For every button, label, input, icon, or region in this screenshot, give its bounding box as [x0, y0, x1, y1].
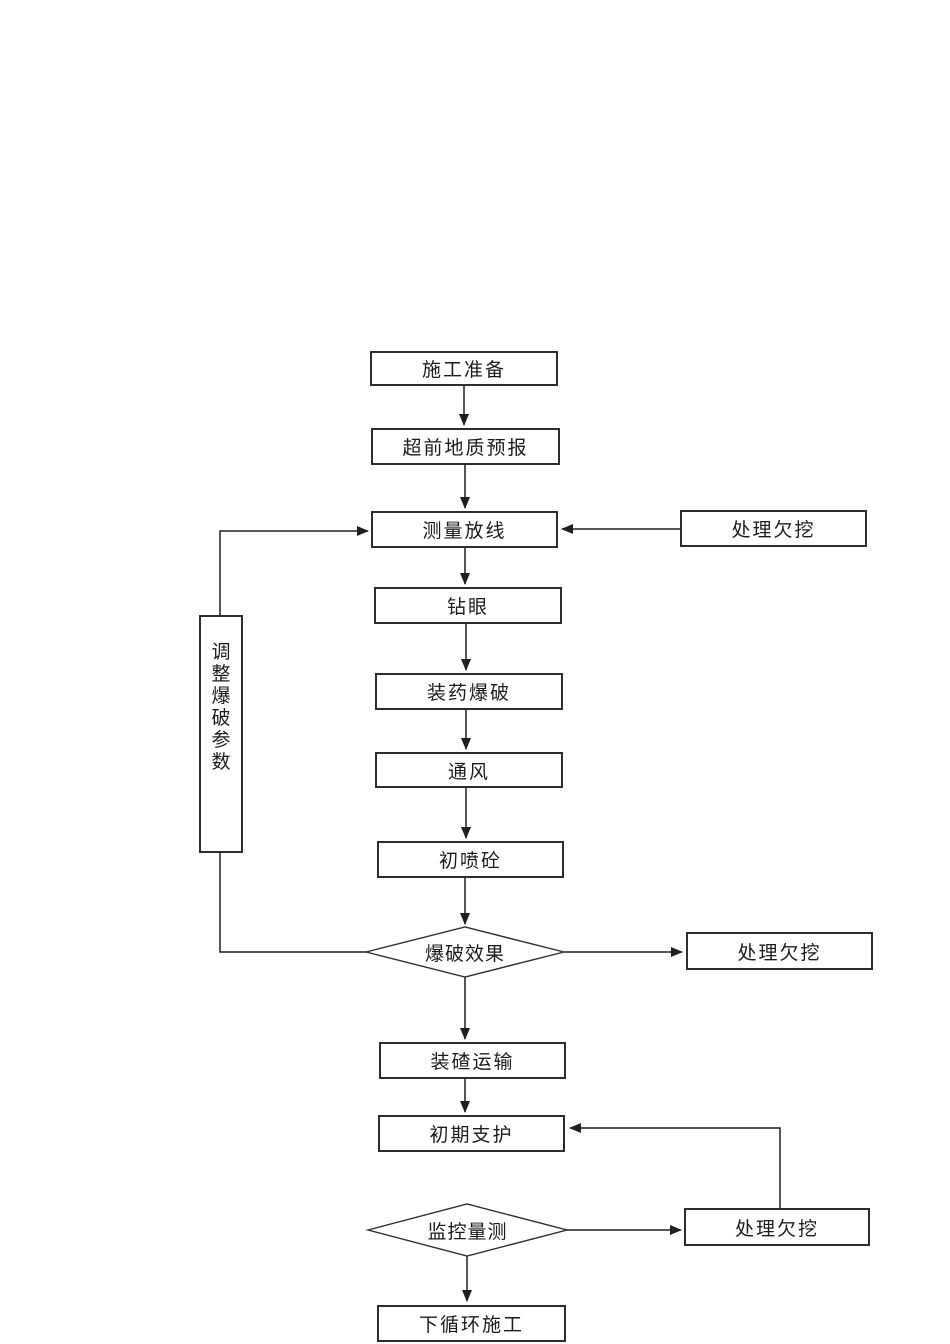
node-forecast: 超前地质预报	[371, 428, 560, 465]
node-monitoring-label: 监控量测	[427, 1221, 508, 1243]
node-muck-transport: 装碴运输	[379, 1042, 566, 1079]
diamond-blast-effect	[365, 926, 565, 978]
node-adjust-params: 调整爆破参数	[199, 615, 243, 853]
node-underbreak-bottom: 处理欠挖	[684, 1208, 870, 1246]
node-ventilation: 通风	[375, 752, 563, 788]
node-underbreak-mid: 处理欠挖	[686, 932, 873, 970]
node-prep: 施工准备	[370, 351, 558, 386]
node-underbreak-top: 处理欠挖	[680, 510, 867, 547]
node-drill: 钻眼	[374, 587, 562, 624]
adjust-params-label: 调整爆破参数	[211, 642, 231, 773]
node-next-cycle: 下循环施工	[377, 1305, 566, 1342]
node-survey: 测量放线	[371, 511, 558, 548]
node-initial-support: 初期支护	[378, 1115, 565, 1152]
node-blast-effect-label: 爆破效果	[424, 943, 505, 965]
node-initial-shotcrete: 初喷砼	[377, 841, 564, 878]
node-charge-blast: 装药爆破	[375, 673, 563, 710]
diamond-monitoring	[365, 1203, 570, 1257]
edge-underbreakbottom-support	[569, 1123, 781, 1208]
